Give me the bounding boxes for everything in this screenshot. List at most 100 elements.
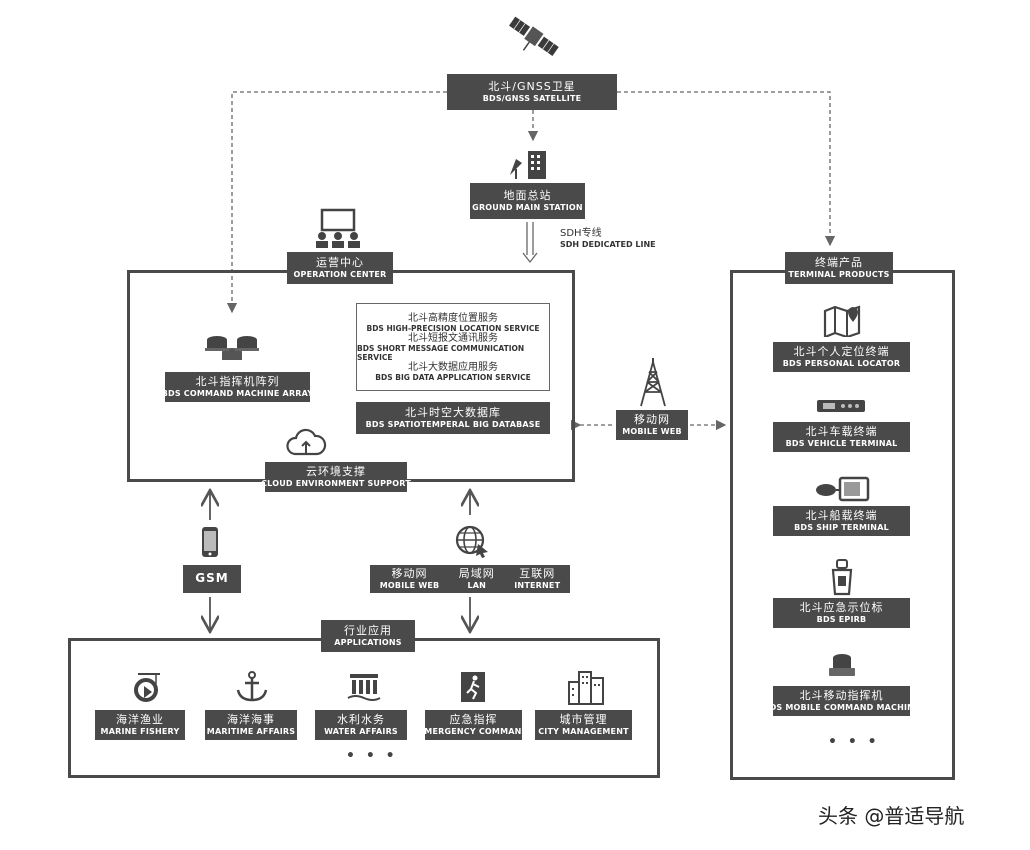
app-emergency-command-en: EMERGENCY COMMAND [418,726,529,736]
app-water-affairs-zh: 水利水务 [337,713,385,727]
database-label: 北斗时空大数据库 BDS SPATIOTEMPERAL BIG DATABASE [356,402,550,434]
app-city-management-zh: 城市管理 [559,713,608,727]
mobile-web-center-label: 移动网 MOBILE WEB [616,410,688,440]
network-internet-en: INTERNET [514,580,561,590]
terminal-personal-locator-zh: 北斗个人定位终端 [793,345,890,359]
command-array-en: BDS COMMAND MACHINE ARRAY [161,388,314,398]
service-1-en: BDS HIGH-PRECISION LOCATION SERVICE [366,323,540,333]
vehicle-terminal-icon [817,400,865,412]
app-maritime-affairs-zh: 海洋海事 [227,713,275,727]
command-array-zh: 北斗指挥机阵列 [195,375,280,389]
applications-title: 行业应用 APPLICATIONS [321,620,415,652]
operation-center-title: 运营中心 OPERATION CENTER [287,252,393,284]
sdh-line-en: SDH DEDICATED LINE [560,240,656,249]
app-city-management-en: CITY MANAGEMENT [538,726,629,736]
city-buildings-icon [568,671,604,705]
terminal-products-title: 终端产品 TERMINAL PRODUCTS [785,252,893,284]
applications-title-en: APPLICATIONS [334,637,402,647]
globe-network-icon [455,525,488,558]
terminal-products-title-zh: 终端产品 [815,256,863,270]
ship-terminal-icon [816,476,870,502]
emergency-exit-icon [461,672,485,702]
network-lan-en: LAN [467,580,487,590]
ground-station-icon [510,151,546,179]
watermark-text: 头条 @普适导航 [818,804,965,828]
terminal-vehicle: 北斗车载终端 BDS VEHICLE TERMINAL [773,422,910,452]
network-mobile-web: 移动网 MOBILE WEB [379,567,440,590]
terminal-vehicle-en: BDS VEHICLE TERMINAL [785,438,898,448]
satellite-label-zh: 北斗/GNSS卫星 [488,80,576,94]
service-3-en: BDS BIG DATA APPLICATION SERVICE [375,372,531,382]
cloud-icon [286,428,327,456]
terminal-epirb-zh: 北斗应急示位标 [799,601,884,615]
app-city-management: 城市管理 CITY MANAGEMENT [535,710,632,740]
cloud-support-en: CLOUD ENVIRONMENT SUPPORT [261,478,411,488]
terminal-epirb-en: BDS EPIRB [816,614,867,624]
gsm-label: GSM [183,565,241,593]
epirb-beacon-icon [831,559,853,596]
sdh-line-arrowhead [522,252,538,264]
terminal-mobile-command: 北斗移动指挥机 BDS MOBILE COMMAND MACHINE [763,686,920,716]
network-types-bar: 移动网 MOBILE WEB 局域网 LAN 互联网 INTERNET [370,565,570,593]
network-internet: 互联网 INTERNET [514,567,561,590]
terminal-ship-zh: 北斗船载终端 [805,509,878,523]
terminal-mobile-command-zh: 北斗移动指挥机 [799,689,884,703]
service-2-zh: 北斗短报文通讯服务 [408,332,498,344]
network-internet-zh: 互联网 [519,567,556,581]
service-2-en: BDS SHORT MESSAGE COMMUNICATION SERVICE [357,343,525,362]
app-water-affairs-en: WATER AFFAIRS [324,726,398,736]
terminal-epirb: 北斗应急示位标 BDS EPIRB [773,598,910,628]
gsm-text: GSM [195,571,229,586]
app-emergency-command-zh: 应急指挥 [449,713,498,727]
satellite-label: 北斗/GNSS卫星 BDS/GNSS SATELLITE [447,74,617,110]
operation-center-title-zh: 运营中心 [316,256,364,270]
satellite-to-command-array-link [226,86,457,314]
operation-center-icon [316,208,360,248]
satellite-to-terminal-link [607,86,836,247]
ground-station-zh: 地面总站 [503,189,552,203]
applications-title-zh: 行业应用 [344,624,392,638]
cloud-support-zh: 云环境支撑 [306,465,366,479]
terminal-vehicle-zh: 北斗车载终端 [805,425,878,439]
network-lan-zh: 局域网 [458,567,495,581]
satellite-label-en: BDS/GNSS SATELLITE [482,93,582,103]
cloud-support-label: 云环境支撑 CLOUD ENVIRONMENT SUPPORT [261,462,411,492]
applications-ellipsis: • • • [346,748,398,764]
map-pin-icon [823,305,861,337]
app-water-affairs: 水利水务 WATER AFFAIRS [315,710,407,740]
bds-services-box: 北斗高精度位置服务 BDS HIGH-PRECISION LOCATION SE… [356,303,550,391]
app-marine-fishery-en: MARINE FISHERY [100,726,180,736]
mobile-phone-icon [202,527,218,557]
operation-center-title-en: OPERATION CENTER [293,269,387,279]
database-zh: 北斗时空大数据库 [405,406,501,420]
mobile-web-center-en: MOBILE WEB [622,426,682,436]
app-marine-fishery: 海洋渔业 MARINE FISHERY [95,710,185,740]
terminal-mobile-command-en: BDS MOBILE COMMAND MACHINE [763,702,920,712]
terminal-ship-en: BDS SHIP TERMINAL [794,522,889,532]
sdh-line-label: SDH专线 SDH DEDICATED LINE [560,228,656,250]
network-mobile-web-zh: 移动网 [391,567,428,581]
app-emergency-command: 应急指挥 EMERGENCY COMMAND [419,710,528,740]
dam-icon [347,674,381,701]
terminal-products-title-en: TERMINAL PRODUCTS [788,269,890,279]
mobile-web-center-zh: 移动网 [634,413,670,427]
cell-tower-icon [640,358,666,407]
app-marine-fishery-zh: 海洋渔业 [116,713,164,727]
mobile-command-icon [829,654,855,676]
terminal-personal-locator-en: BDS PERSONAL LOCATOR [782,358,901,368]
fish-icon [134,673,160,702]
app-maritime-affairs: 海洋海事 MARITIME AFFAIRS [205,710,297,740]
database-en: BDS SPATIOTEMPERAL BIG DATABASE [365,419,541,429]
network-mobile-web-en: MOBILE WEB [379,580,440,590]
ground-station-en: GROUND MAIN STATION [472,202,583,212]
service-3-zh: 北斗大数据应用服务 [408,361,498,373]
terminal-personal-locator: 北斗个人定位终端 BDS PERSONAL LOCATOR [773,342,910,372]
app-maritime-affairs-en: MARITIME AFFAIRS [206,726,296,736]
satellite-icon [509,16,559,57]
anchor-icon [236,671,268,702]
terminal-ship: 北斗船载终端 BDS SHIP TERMINAL [773,506,910,536]
terminal-products-ellipsis: • • • [828,734,880,750]
command-machine-array-icon [205,336,259,360]
